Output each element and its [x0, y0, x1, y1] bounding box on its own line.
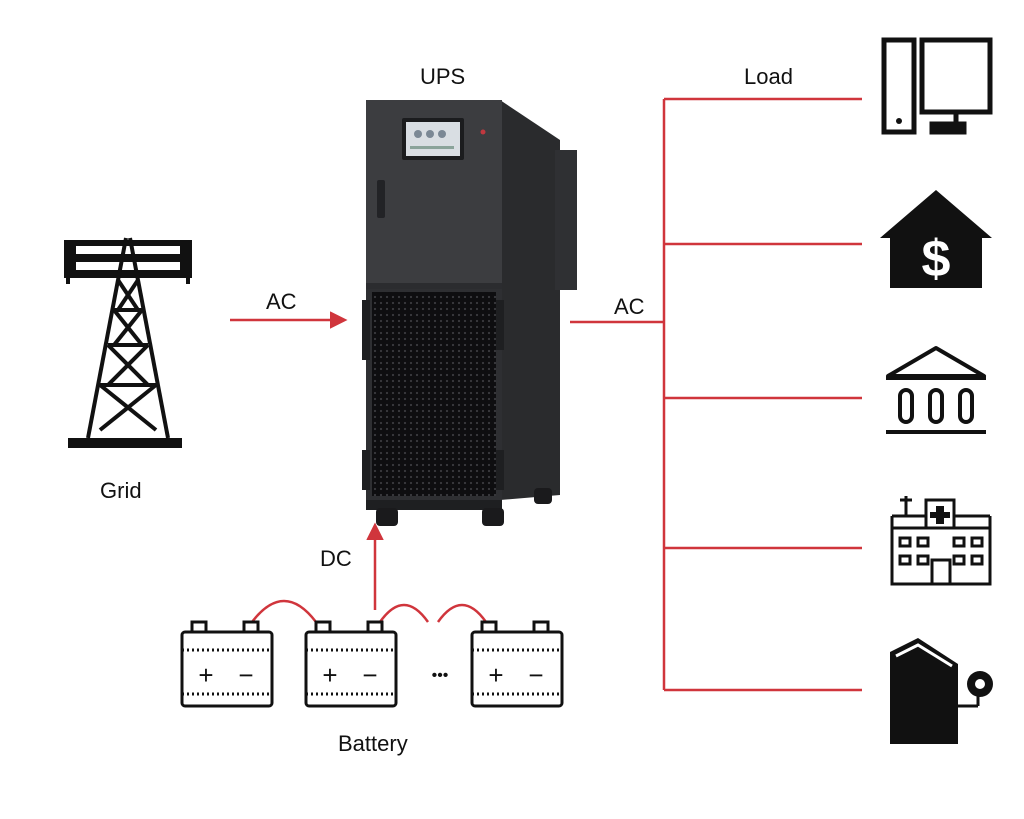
ups-cabinet	[362, 100, 577, 526]
battery-minus: −	[528, 660, 543, 690]
industrial-building-icon	[890, 638, 993, 744]
battery-link-3	[436, 603, 488, 623]
bank-house-dollar-icon: $	[880, 190, 992, 288]
load-label: Load	[744, 64, 793, 89]
desktop-computer-icon	[881, 37, 993, 135]
bank-building-icon	[886, 346, 986, 434]
battery-ellipsis: •••	[432, 667, 449, 684]
svg-text:$: $	[922, 230, 951, 288]
battery-plus: +	[322, 660, 337, 690]
battery-plus: +	[198, 660, 213, 690]
battery-link-2	[378, 603, 430, 623]
ups-label: UPS	[420, 64, 466, 89]
battery-minus: −	[362, 660, 377, 690]
battery-minus: −	[238, 660, 253, 690]
battery-plus: +	[488, 660, 503, 690]
transmission-tower-icon	[64, 237, 192, 448]
battery-label: Battery	[338, 731, 408, 756]
battery-link-1	[251, 599, 317, 623]
ac-input-label: AC	[266, 289, 297, 314]
ac-output-label: AC	[614, 294, 645, 319]
hospital-icon	[890, 496, 992, 586]
battery-icon	[180, 620, 274, 708]
dc-label: DC	[320, 546, 352, 571]
grid-label: Grid	[100, 478, 142, 503]
battery-icon	[470, 620, 564, 708]
battery-icon	[304, 620, 398, 708]
flow-lines	[230, 97, 862, 692]
